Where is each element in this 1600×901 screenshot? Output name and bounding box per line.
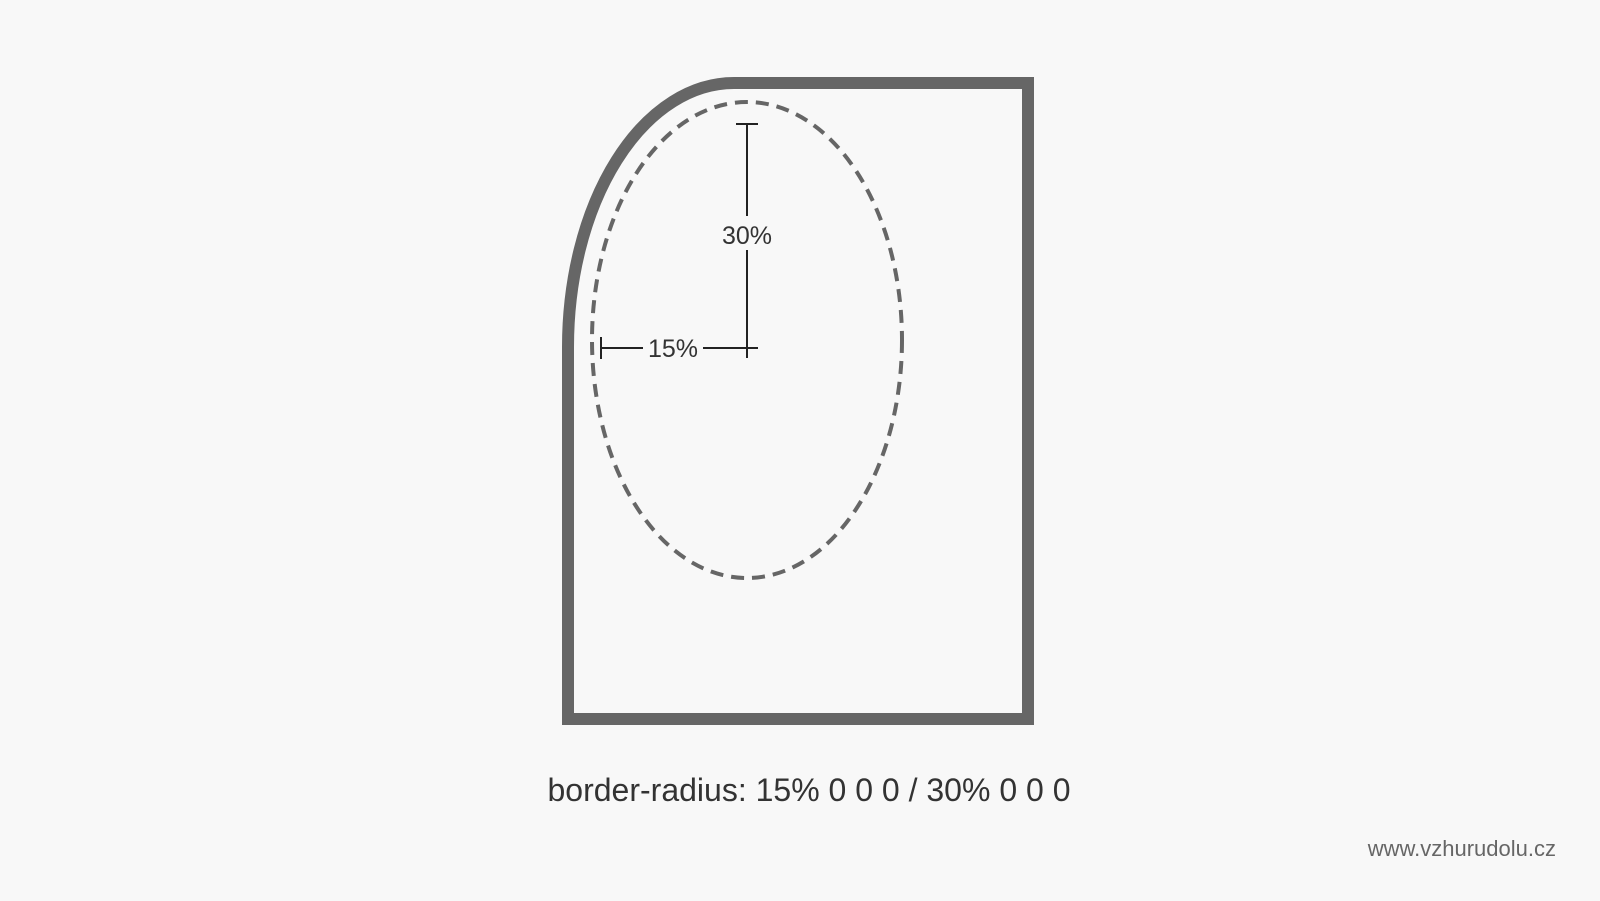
horizontal-label-bg [643,330,703,364]
css-caption: border-radius: 15% 0 0 0 / 30% 0 0 0 [547,772,1071,808]
horizontal-measure-label: 15% [648,335,698,363]
vertical-measure-label: 30% [722,222,772,250]
vertical-label-bg [716,216,778,250]
site-credit: www.vzhurudolu.cz [1367,836,1556,861]
radius-ellipse [590,100,904,580]
rounded-box-outline [562,77,1034,725]
